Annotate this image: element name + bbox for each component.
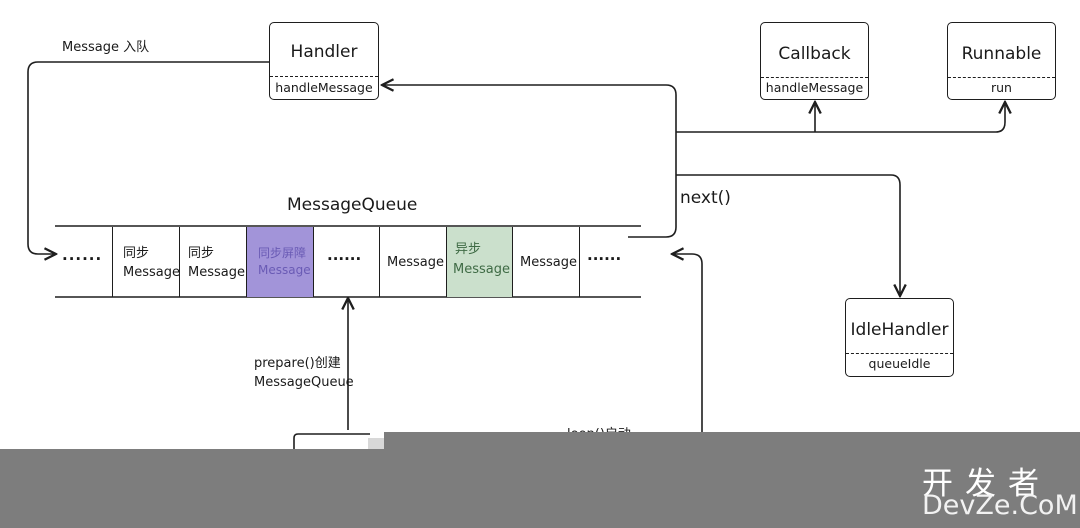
queue-cell-sync-barrier: 同步屏障 Message [246,227,313,297]
idle-handler-divider [846,353,953,354]
handler-title: Handler [290,42,358,62]
runnable-title: Runnable [961,44,1042,64]
runnable-box: Runnable run [947,22,1056,100]
queue-cell-sync-1-line2: Message [123,265,180,280]
enqueue-label: Message 入队 [62,40,150,55]
handler-divider [270,76,378,77]
handler-method: handleMessage [275,80,373,95]
idle-handler-box: IdleHandler queueIdle [845,298,954,377]
overlay-light-patch [368,438,384,449]
prepare-label-line2: MessageQueue [254,375,354,390]
watermark-cn: 开发者 [922,466,1051,502]
next-label: next() [680,188,731,208]
queue-cell-sync-1-line1: 同步 [123,246,150,261]
queue-cell-barrier-line1: 同步屏障 [258,246,307,260]
queue-ellipsis-left: ······ [62,250,103,268]
queue-cell-sync-1: 同步 Message [112,227,180,297]
watermark-en: DevZe.CoM [922,490,1078,521]
handler-box: Handler handleMessage [269,22,379,100]
queue-cell-message-1: Message [379,227,446,297]
callback-box: Callback handleMessage [760,22,869,100]
idle-handler-title: IdleHandler [850,320,949,340]
callback-divider [761,77,868,78]
dispatch-branch [676,102,1005,133]
callback-title: Callback [778,44,851,64]
loop-arrow [672,254,703,432]
runnable-divider [948,77,1055,78]
queue-cell-message-2-text: Message [520,255,577,270]
runnable-method: run [991,80,1012,95]
queue-cell-message-1-text: Message [387,255,444,270]
queue-cell-ellipsis-right: ······ [579,227,641,297]
queue-cell-sync-2-line1: 同步 [188,246,215,261]
queue-cell-barrier-line2: Message [258,263,311,277]
idle-arrow [676,174,900,296]
looper-box-edge [293,433,370,449]
callback-method: handleMessage [765,80,864,95]
queue-cell-async-line2: Message [453,262,510,277]
queue-title: MessageQueue [287,195,418,215]
queue-ellipsis-middle: ······ [327,250,362,268]
next-arrow [382,85,677,238]
queue-cell-sync-2-line2: Message [188,265,245,280]
queue-cell-sync-2: 同步 Message [179,227,246,297]
watermark-banner [0,449,1080,528]
prepare-label-line1: prepare()创建 [254,356,341,371]
enqueue-arrow [27,61,269,254]
queue-cell-async-line1: 异步 [455,242,482,257]
queue-ellipsis-right: ······ [587,250,622,268]
queue-cell-async: 异步 Message [446,227,512,297]
idle-handler-method: queueIdle [868,356,931,371]
queue-cell-message-2: Message [512,227,579,297]
overlay-top-band [384,432,1080,449]
queue-cell-ellipsis-middle: ······ [313,227,379,297]
